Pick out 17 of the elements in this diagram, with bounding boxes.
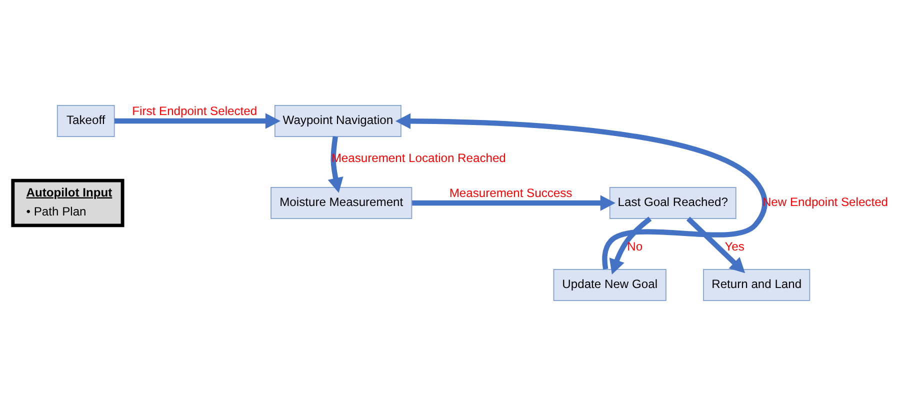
arrow [609, 216, 652, 274]
arrow [686, 216, 746, 274]
node-box: Takeoff [56, 105, 115, 137]
arrow [395, 113, 768, 270]
edge-label: Yes [724, 240, 744, 254]
node-box: Waypoint Navigation [274, 105, 402, 137]
arrow [328, 136, 344, 193]
node-box: Autopilot Input • Path Plan [11, 178, 124, 228]
node-box: Last Goal Reached? [609, 187, 736, 219]
node-box: Return and Land [703, 269, 810, 301]
edge-label: No [627, 240, 643, 254]
arrow [114, 113, 280, 129]
edge-label: Measurement Success [449, 186, 572, 200]
arrow [412, 195, 616, 211]
node-box: Update New Goal [553, 269, 666, 301]
edge-label: First Endpoint Selected [132, 104, 258, 118]
node-box: Moisture Measurement [270, 187, 412, 219]
